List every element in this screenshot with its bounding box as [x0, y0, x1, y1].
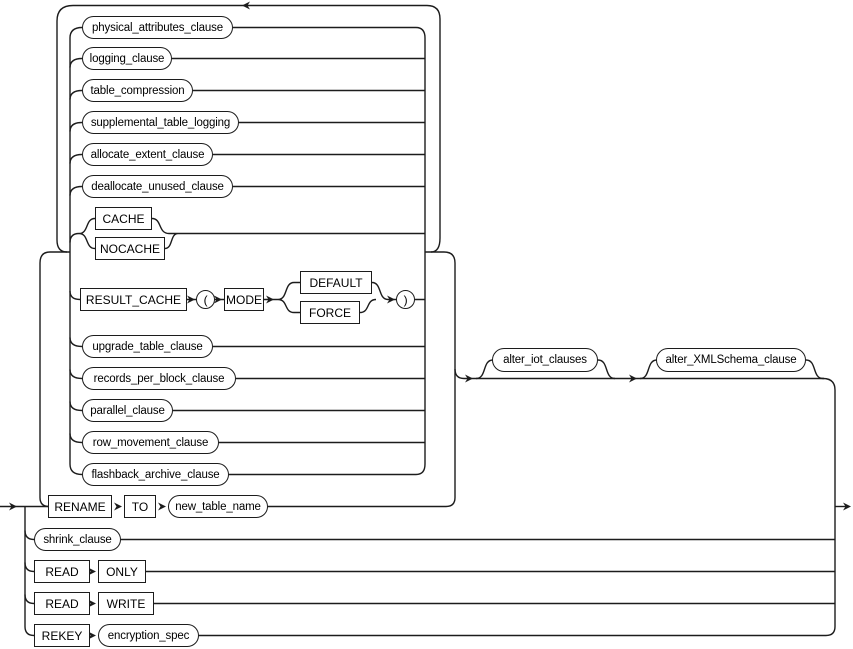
node-physical-attributes-clause: physical_attributes_clause — [82, 16, 233, 39]
bottom-branch-rail — [24, 506, 35, 637]
node-records-per-block-clause: records_per_block_clause — [82, 367, 236, 390]
result-cache-arrowhead-icon — [187, 295, 195, 304]
node-alter-iot-clauses: alter_iot_clauses — [492, 348, 598, 372]
bottom-branch-arcs — [24, 530, 35, 605]
alternatives-branch-rail — [69, 26, 83, 476]
group-entry-rail — [39, 251, 70, 508]
exit-arrowhead-icon — [843, 502, 851, 511]
node-force-keyword: FORCE — [300, 301, 360, 324]
node-alter-xmlschema-clause: alter_XMLSchema_clause — [656, 348, 806, 372]
rename-to-arrowhead-icon — [114, 502, 122, 511]
node-write-keyword: WRITE — [98, 592, 154, 615]
node-supplemental-table-logging: supplemental_table_logging — [82, 111, 239, 134]
node-deallocate-unused-clause: deallocate_unused_clause — [82, 175, 233, 198]
node-shrink-clause: shrink_clause — [34, 528, 121, 551]
node-mode-keyword: MODE — [224, 288, 264, 311]
node-nocache-keyword: NOCACHE — [95, 237, 165, 260]
node-logging-clause: logging_clause — [82, 47, 172, 70]
node-row-movement-clause: row_movement_clause — [82, 431, 219, 454]
node-rename-keyword: RENAME — [48, 495, 112, 518]
read-only-arrowhead-icon — [88, 567, 96, 576]
rparen-arrowhead-icon — [387, 295, 395, 304]
loop-back-frame — [56, 4, 441, 253]
node-encryption-spec: encryption_spec — [98, 624, 199, 647]
node-result-cache-keyword: RESULT_CACHE — [80, 288, 187, 311]
exit-corner — [822, 377, 836, 391]
alter-xmlschema-bump — [639, 359, 824, 380]
alter-iot-bump — [475, 359, 616, 380]
rekey-row-line — [199, 626, 836, 637]
node-only-keyword: ONLY — [98, 560, 146, 583]
node-allocate-extent-clause: allocate_extent_clause — [82, 143, 213, 166]
upper-row-lines — [172, 26, 426, 188]
node-to-keyword: TO — [124, 495, 156, 518]
right-junction-rail — [268, 251, 456, 508]
node-upgrade-table-clause: upgrade_table_clause — [82, 335, 213, 358]
rail-lines — [0, 4, 846, 637]
node-read-keyword-1: READ — [34, 560, 90, 583]
node-parallel-clause: parallel_clause — [82, 399, 173, 422]
node-rekey-keyword: REKEY — [34, 624, 90, 647]
exit-bypass-line — [454, 368, 824, 380]
node-flashback-archive-clause: flashback_archive_clause — [82, 463, 229, 486]
entry-arrowhead-icon — [9, 502, 17, 511]
lower-row-lines — [173, 345, 425, 444]
node-close-paren: ) — [396, 290, 415, 309]
lparen-arrowhead-icon — [214, 295, 222, 304]
rekey-arrowhead-icon — [88, 631, 96, 640]
xmlschema-junction-arrowhead-icon — [629, 374, 637, 383]
branch-arcs-lower — [69, 290, 83, 444]
arrowheads — [9, 1, 851, 640]
node-read-keyword-2: READ — [34, 592, 90, 615]
merge-rail — [229, 38, 426, 476]
cache-nocache-branch — [78, 217, 425, 250]
node-table-compression: table_compression — [82, 79, 193, 102]
loop-back-arrowhead-icon — [242, 1, 250, 10]
to-name-arrowhead-icon — [158, 502, 166, 511]
node-cache-keyword: CACHE — [95, 207, 152, 230]
read-write-arrowhead-icon — [88, 599, 96, 608]
mode-arrowhead-icon — [266, 295, 274, 304]
node-open-paren: ( — [196, 290, 215, 309]
iot-junction-arrowhead-icon — [465, 374, 473, 383]
branch-arcs-upper — [69, 57, 83, 243]
node-default-keyword: DEFAULT — [300, 271, 372, 294]
node-new-table-name: new_table_name — [168, 495, 268, 518]
